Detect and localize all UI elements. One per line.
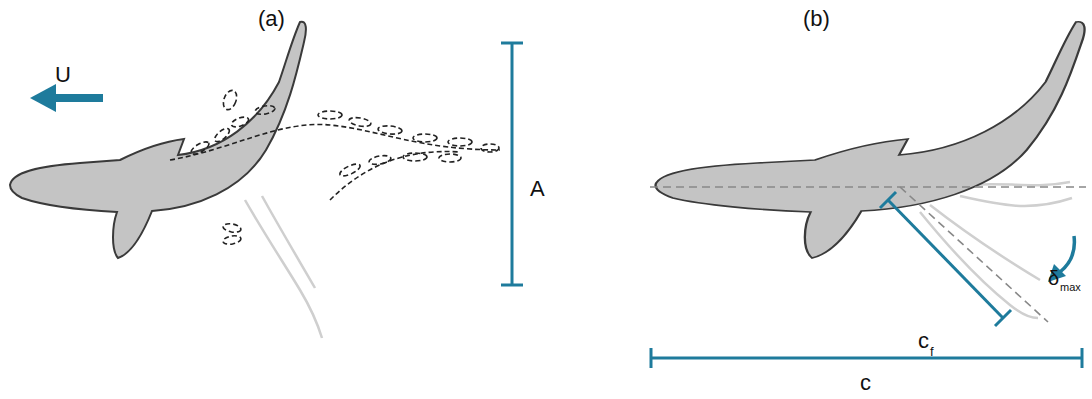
flap-chord-bar [880,192,1011,326]
amplitude-label: A [530,178,545,200]
amplitude-bar [501,43,523,285]
ghost-tail [245,196,322,338]
subscript: max [1060,282,1081,293]
panel-label: (b) [803,8,830,30]
shark-body [656,22,1085,258]
velocity-arrow [30,84,103,112]
chord-line [650,187,1086,322]
symbol-chord: c [918,330,929,352]
shark-body [10,22,306,258]
symbol-delta: δ [1048,268,1059,288]
ghost-flap [920,182,1072,318]
symbol-chord: c [860,372,871,394]
vortex-wake [170,89,500,246]
panel-label: (a) [258,8,285,30]
chord-bar [651,348,1082,368]
velocity-label: U [55,64,71,86]
subscript: f [930,345,934,358]
